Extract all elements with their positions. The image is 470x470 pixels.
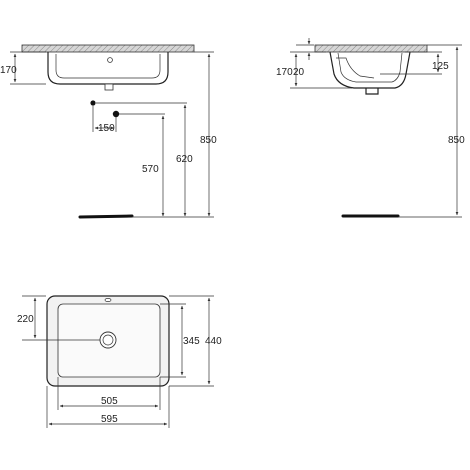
side-drain-stub <box>365 88 379 95</box>
top-view: 220 345 440 505 595 <box>17 295 222 428</box>
top-drain-inner <box>102 334 114 346</box>
side-dim-850: 850 <box>448 135 465 146</box>
front-dim-570: 570 <box>142 164 159 175</box>
top-dim-440: 440 <box>205 336 222 347</box>
front-dim-850: 850 <box>200 135 217 146</box>
front-dim-170: 170 <box>0 65 17 76</box>
front-dim-150: 150 <box>98 123 115 134</box>
side-view: 170 20 125 850 <box>276 38 465 218</box>
side-dim-170: 170 <box>276 67 293 78</box>
front-floor-line <box>78 214 134 219</box>
front-dim-620: 620 <box>176 154 193 165</box>
top-overflow-hole <box>104 298 112 302</box>
top-dim-505: 505 <box>101 396 118 407</box>
front-overflow-hole <box>107 57 113 63</box>
front-basin-body <box>47 52 169 85</box>
front-connection-point-left <box>90 100 96 106</box>
side-dim-125: 125 <box>432 61 449 72</box>
top-dim-345: 345 <box>183 336 200 347</box>
top-dim-220: 220 <box>17 314 34 325</box>
front-countertop <box>21 44 195 53</box>
top-dim-595: 595 <box>101 414 118 425</box>
side-basin-profile <box>329 51 411 89</box>
front-connection-point-right <box>112 110 120 118</box>
front-view: 170 150 570 620 850 <box>0 44 217 219</box>
side-dim-20: 20 <box>293 67 305 78</box>
front-drain <box>104 83 114 91</box>
side-countertop <box>314 44 428 53</box>
